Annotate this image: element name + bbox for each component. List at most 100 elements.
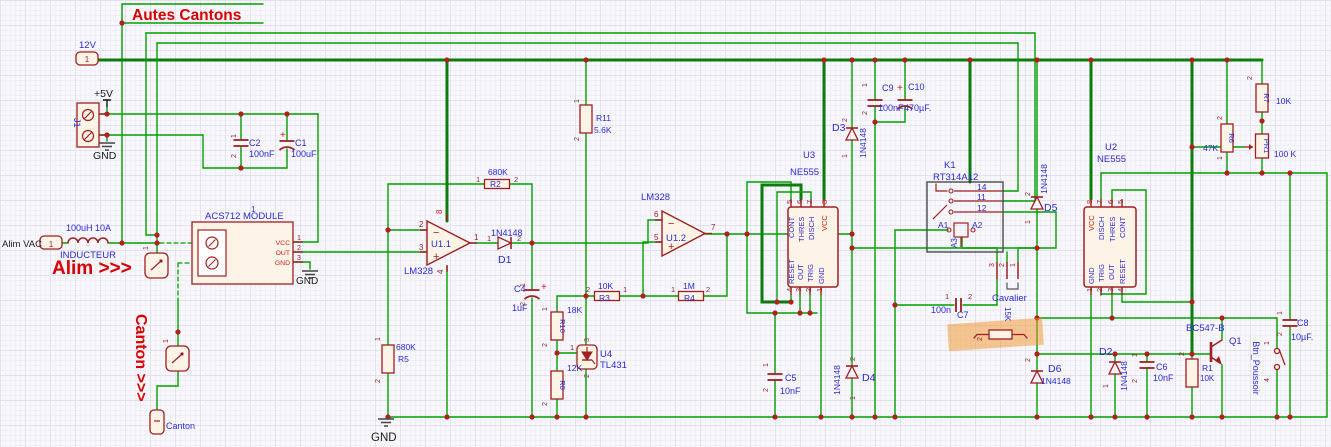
schematic-text: 7 (805, 200, 814, 204)
schematic-text: 2 (763, 388, 770, 392)
schematic-text: 1 (297, 235, 301, 242)
schematic-text: + (897, 83, 903, 94)
wires[interactable] (61, 3, 1328, 418)
component-U1.1[interactable] (420, 214, 477, 272)
component-R5[interactable] (381, 344, 395, 374)
schematic-text: 2 (586, 285, 590, 294)
component-Q1[interactable] (1209, 339, 1223, 365)
schematic-text: TL431 (600, 360, 627, 371)
schematic-text: 1 (623, 285, 627, 294)
schematic-text: Q1 (1229, 336, 1242, 347)
component-SW-CANTON[interactable] (165, 345, 190, 372)
component-C1[interactable] (278, 140, 296, 151)
schematic-text: 1N4148 (832, 365, 842, 395)
component-R6[interactable] (1220, 123, 1234, 153)
component-L1[interactable] (67, 237, 109, 244)
schematic-text: 2 (1025, 192, 1032, 196)
schematic-text: 1 (251, 205, 256, 214)
component-GND-J1[interactable] (99, 142, 115, 151)
component-C8[interactable] (1282, 319, 1298, 327)
schematic-text: Cavalier (992, 293, 1027, 304)
component-U3-NE555[interactable] (787, 199, 839, 295)
schematic-text: 5 (785, 200, 794, 204)
schematic-text: 100 K (1274, 149, 1297, 159)
schematic-text: 1 (520, 283, 527, 287)
component-PR1[interactable] (1244, 133, 1270, 159)
schematic-text: 2 (706, 285, 710, 294)
schematic-text: OUT (1107, 264, 1116, 280)
schematic-text: 3 (297, 255, 301, 262)
component-D6[interactable] (1029, 369, 1045, 384)
schematic-text: 14 (977, 182, 987, 192)
schematic-text: 1 (474, 233, 479, 242)
component-U1.2[interactable] (655, 209, 712, 258)
component-C6[interactable] (1139, 361, 1155, 369)
component-D3[interactable] (844, 126, 860, 141)
component-R8[interactable] (550, 370, 564, 400)
schematic-text: VCC (276, 240, 290, 247)
component-CONN-CANTON[interactable] (149, 409, 165, 435)
component-U2-NE555[interactable] (1083, 199, 1137, 295)
component-SW-ALIM[interactable] (144, 252, 169, 279)
schematic-text: ACS712 MODULE (205, 211, 284, 222)
schematic-text: − (433, 227, 439, 239)
component-R11[interactable] (579, 104, 593, 134)
schematic-text: Alim VAC (2, 239, 42, 250)
schematic-text: 470µF. (904, 103, 931, 113)
schematic-text: OUT (276, 250, 290, 257)
schematic-text: 1 (49, 240, 54, 249)
schematic-text: R4 (684, 293, 695, 303)
component-R4[interactable] (677, 290, 705, 302)
component-C4[interactable] (523, 289, 541, 300)
junction-dots (104, 20, 1293, 420)
component-D1[interactable] (497, 235, 513, 251)
schematic-text: 10µF. (1291, 332, 1313, 342)
component-D5[interactable] (1029, 195, 1045, 210)
schematic-text: GND (296, 276, 318, 287)
component-PWR-5V[interactable] (103, 99, 111, 107)
component-R7[interactable] (1255, 83, 1269, 113)
schematic-text: R11 (596, 113, 611, 123)
schematic-text: VCC (1087, 215, 1096, 231)
schematic-text: 2 (968, 292, 972, 301)
component-R10[interactable] (550, 311, 564, 341)
component-ACS712[interactable] (191, 221, 303, 285)
component-K1-RELAY[interactable] (926, 181, 1004, 253)
component-C9[interactable] (867, 99, 883, 107)
schematic-text: 100nF (249, 149, 275, 159)
component-R3[interactable] (593, 290, 621, 302)
schematic-text: CONT (1118, 216, 1127, 238)
schematic-text: 680K (488, 167, 508, 177)
schematic-text: 3 (584, 338, 591, 342)
component-TAG-ALIM-VAC[interactable] (39, 235, 63, 250)
component-C5[interactable] (767, 373, 783, 381)
component-R1[interactable] (1185, 358, 1199, 388)
component-U4-TL431[interactable] (576, 344, 598, 370)
component-GND-ACS[interactable] (302, 270, 318, 279)
schematic-text: 2 (419, 220, 424, 229)
component-D2[interactable] (1107, 360, 1123, 375)
schematic-text: 8 (435, 209, 444, 214)
component-J1[interactable] (76, 102, 105, 148)
schematic-text: 1 (1025, 220, 1032, 224)
schematic-text: 1 (1277, 311, 1284, 315)
schematic-text: TRIG (1097, 264, 1106, 282)
component-GND-MAIN[interactable] (378, 418, 394, 427)
component-TAG-12V[interactable] (75, 51, 99, 66)
component-R9-15K[interactable] (973, 329, 1028, 340)
component-D4[interactable] (844, 364, 860, 379)
component-JP-CAVALIER[interactable] (996, 262, 1019, 290)
schematic-text: 5.6K (594, 125, 612, 135)
schematic-text: 1 (570, 343, 574, 352)
schematic-text: R1 (1202, 363, 1213, 373)
component-C2[interactable] (233, 139, 249, 147)
schematic-text: PR1 (1262, 139, 1271, 154)
component-R2[interactable] (483, 178, 511, 190)
component-C10[interactable] (896, 99, 914, 110)
schematic-text: J1 (72, 118, 82, 128)
schematic-text: 1 (476, 175, 480, 184)
component-BTN-POUSSOIR[interactable] (1273, 347, 1286, 371)
component-C7[interactable] (955, 298, 962, 312)
